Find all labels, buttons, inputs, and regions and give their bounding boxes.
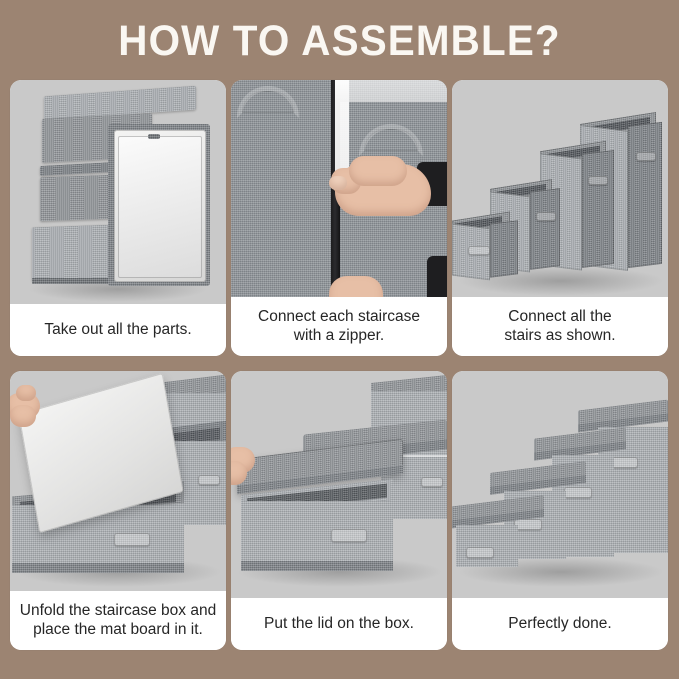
step-card-2: Connect each staircase with a zipper. <box>231 80 447 356</box>
step-image-4 <box>10 371 226 591</box>
step-image-2 <box>231 80 447 297</box>
step-caption-2: Connect each staircase with a zipper. <box>231 297 447 356</box>
page-title: HOW TO ASSEMBLE? <box>118 17 561 65</box>
step-caption-3: Connect all the stairs as shown. <box>452 297 668 356</box>
step-card-1: Take out all the parts. <box>10 80 226 356</box>
step-card-4: Unfold the staircase box and place the m… <box>10 371 226 650</box>
step-caption-6: Perfectly done. <box>452 598 668 650</box>
step-caption-1: Take out all the parts. <box>10 304 226 356</box>
step-card-3: Connect all the stairs as shown. <box>452 80 668 356</box>
step-caption-4: Unfold the staircase box and place the m… <box>10 591 226 650</box>
steps-grid: Take out all the parts. <box>10 80 669 650</box>
step-card-6: Perfectly done. <box>452 371 668 650</box>
step-card-5: Put the lid on the box. <box>231 371 447 650</box>
step-image-1 <box>10 80 226 304</box>
step-image-5 <box>231 371 447 598</box>
step-image-3 <box>452 80 668 297</box>
step-image-6 <box>452 371 668 598</box>
step-caption-5: Put the lid on the box. <box>231 598 447 650</box>
